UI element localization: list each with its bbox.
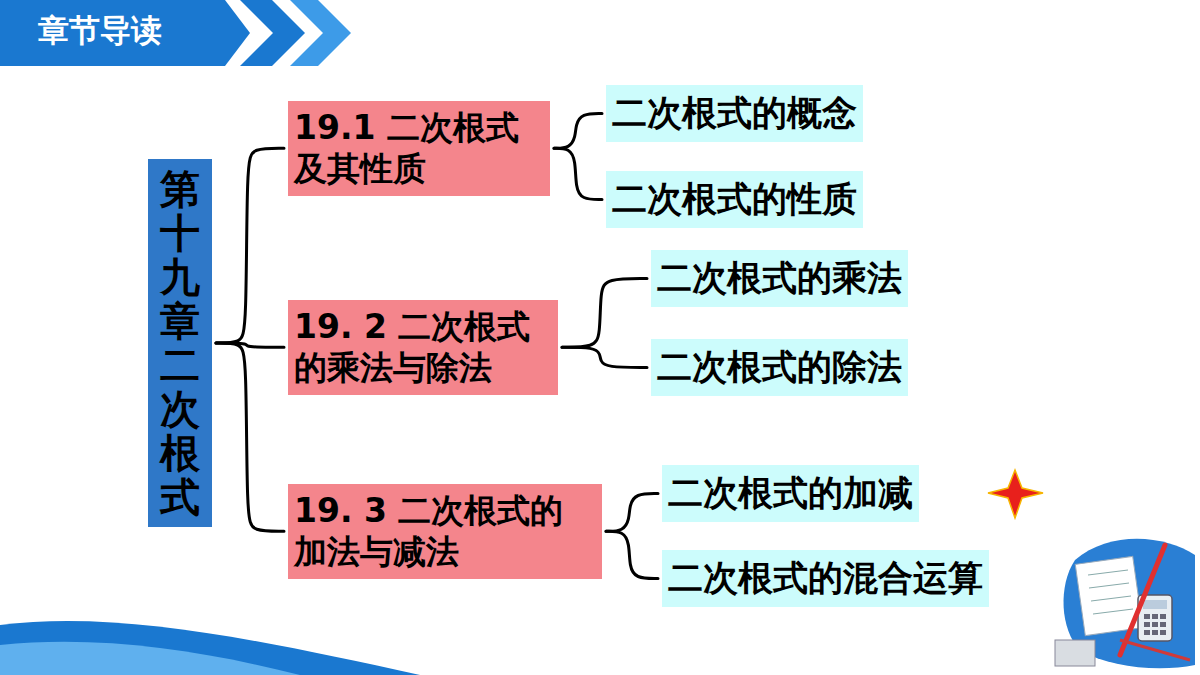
wave xyxy=(0,621,420,675)
node-label: 第十九章 二次根式 xyxy=(160,167,200,519)
node-label: 19. 3 二次根式的加法与减法 xyxy=(294,490,596,573)
topic-box: 二次根式的除法 xyxy=(651,339,908,396)
topic-box: 二次根式的混合运算 xyxy=(662,550,989,607)
brace-connector xyxy=(606,531,658,578)
section-box: 19. 2 二次根式的乘法与除法 xyxy=(288,300,558,395)
brace-connector xyxy=(554,114,602,149)
brace-connector xyxy=(554,148,602,199)
title-banner xyxy=(0,0,250,66)
topic-box: 二次根式的概念 xyxy=(606,85,863,142)
brace-connector xyxy=(606,494,658,532)
node-label: 二次根式的乘法 xyxy=(657,254,902,303)
brace-connector xyxy=(216,148,284,343)
node-label: 二次根式的除法 xyxy=(657,343,902,392)
node-label: 二次根式的加减 xyxy=(668,469,913,518)
node-label: 二次根式的概念 xyxy=(612,89,857,138)
topic-box: 二次根式的加减 xyxy=(662,465,919,522)
node-label: 19. 2 二次根式的乘法与除法 xyxy=(294,306,552,389)
topic-box: 二次根式的乘法 xyxy=(651,250,908,307)
chapter-box: 第十九章 二次根式 xyxy=(148,159,212,527)
wave xyxy=(0,642,300,675)
node-label: 二次根式的混合运算 xyxy=(668,554,983,603)
section-box: 19.1 二次根式及其性质 xyxy=(288,101,550,196)
section-box: 19. 3 二次根式的加法与减法 xyxy=(288,484,602,579)
topic-box: 二次根式的性质 xyxy=(606,171,863,228)
chevron xyxy=(290,0,351,66)
brace-connector xyxy=(562,279,647,348)
title: 章节导读 xyxy=(38,10,162,50)
brace-connector xyxy=(562,347,647,367)
math-illustration xyxy=(1055,539,1195,669)
chevron xyxy=(240,0,305,66)
star-icon xyxy=(988,470,1043,518)
node-label: 19.1 二次根式及其性质 xyxy=(294,107,544,190)
brace-connector xyxy=(216,343,284,531)
node-label: 二次根式的性质 xyxy=(612,175,857,224)
